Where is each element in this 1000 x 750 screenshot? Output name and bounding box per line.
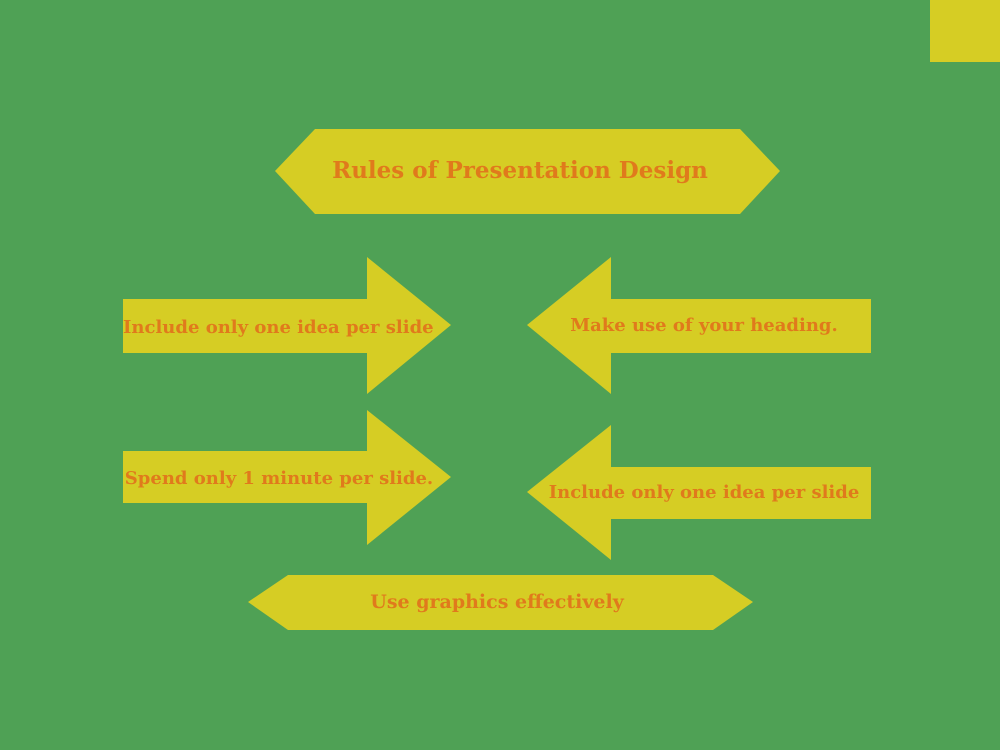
rule-top-right-text: Make use of your heading. <box>570 315 838 336</box>
right-arrow-shape <box>123 257 451 394</box>
arrow-left-top: Make use of your heading. <box>527 257 871 394</box>
rule-bottom-left-text: Spend only 1 minute per slide. <box>124 468 434 489</box>
rule-bottom-text: Use graphics effectively <box>370 591 624 613</box>
title-banner-shape <box>275 129 780 214</box>
right-arrow-shape <box>123 410 451 545</box>
title-banner: Rules of Presentation Design <box>275 129 780 214</box>
left-arrow-shape <box>527 425 871 560</box>
arrow-right-top: Include only one idea per slide <box>123 257 451 394</box>
rule-bottom-right-text: Include only one idea per slide <box>548 482 860 503</box>
corner-accent-square <box>930 0 1000 62</box>
rule-top-left-text: Include only one idea per slide <box>123 317 434 338</box>
left-arrow-shape <box>527 257 871 394</box>
arrow-left-bottom: Include only one idea per slide <box>527 425 871 560</box>
bottom-banner-shape <box>248 575 753 630</box>
arrow-right-bottom: Spend only 1 minute per slide. <box>123 410 451 545</box>
bottom-banner: Use graphics effectively <box>248 575 753 630</box>
title-text: Rules of Presentation Design <box>332 157 708 184</box>
